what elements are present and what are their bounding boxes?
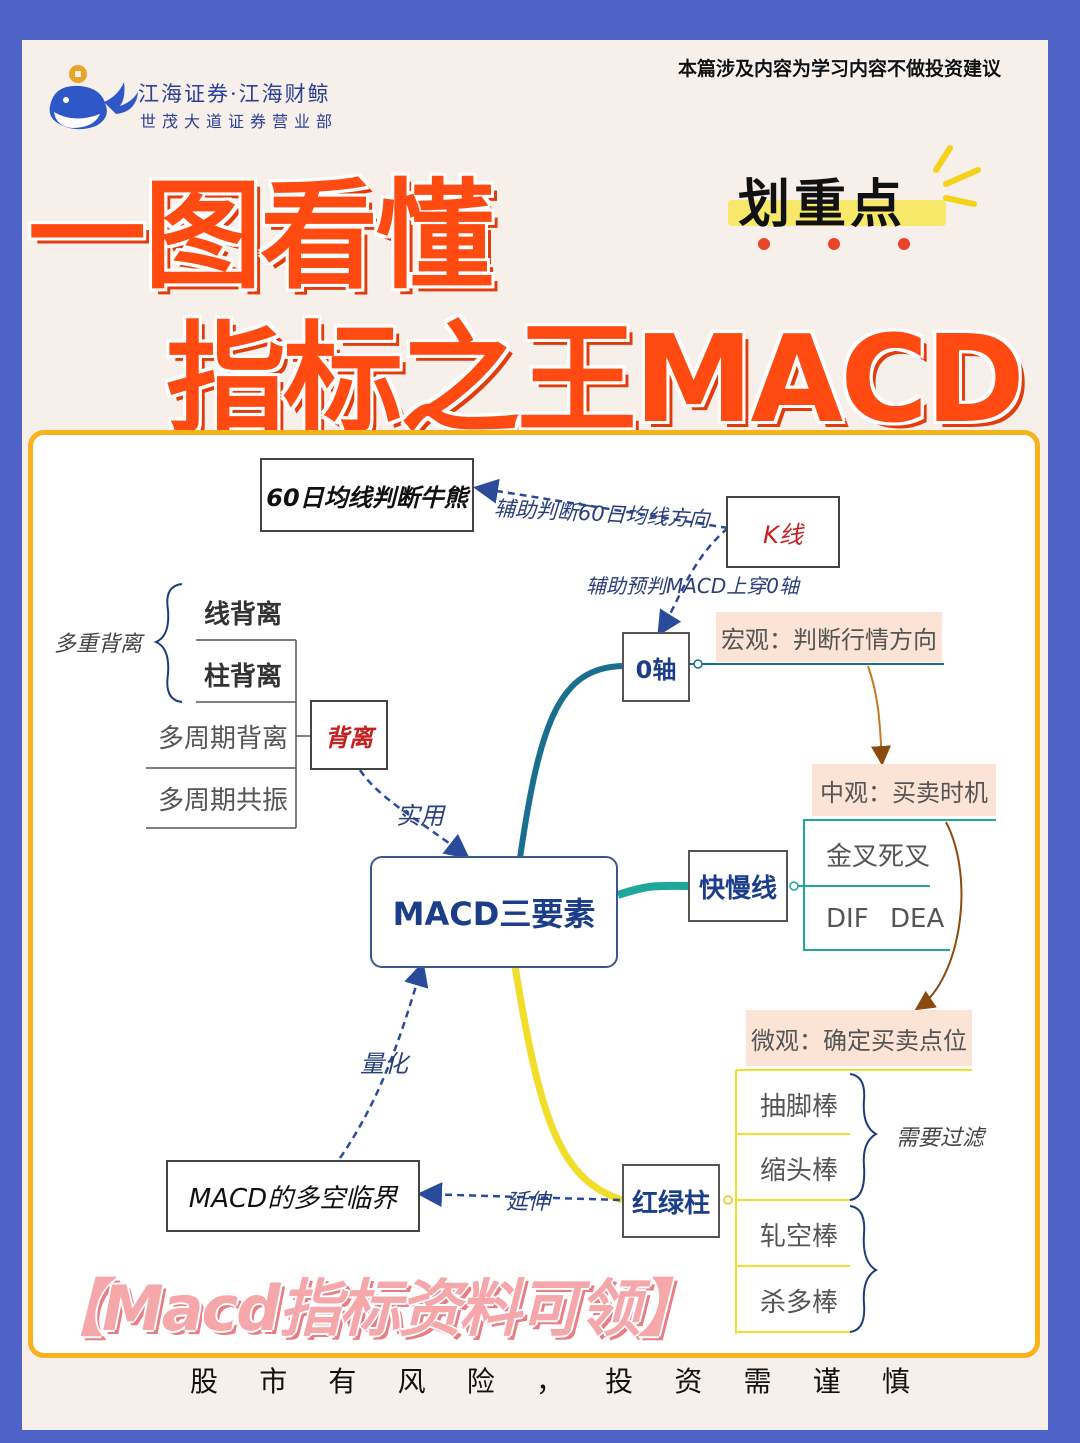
- need-filter-label: 需要过滤: [896, 1126, 985, 1151]
- node-kline: K线: [726, 496, 840, 568]
- bar-type-label: 轧空棒: [760, 1222, 839, 1252]
- node-ma60-label: 60日均线判断牛熊: [266, 483, 468, 512]
- footer-char: 股: [190, 1365, 219, 1398]
- node-red-green-bar: 红绿柱: [622, 1164, 720, 1238]
- footer-char: 谨: [812, 1365, 841, 1398]
- line-divergence-label: 线背离: [204, 600, 283, 630]
- meso-label: 中观：买卖时机: [820, 778, 988, 807]
- footer-char: 市: [259, 1365, 288, 1398]
- extend-label: 延伸: [506, 1190, 551, 1215]
- macro-label-box: 宏观：判断行情方向: [716, 612, 942, 662]
- multi-divergence-label: 多重背离: [54, 632, 143, 657]
- dif-label: DIF: [826, 904, 869, 934]
- footer-char: 有: [328, 1365, 357, 1398]
- node-fast-slow-line-label: 快慢线: [698, 873, 777, 904]
- node-zero-axis-label: 0轴: [635, 655, 677, 684]
- title-line-2: 指标之王MACD: [166, 311, 1025, 450]
- bar-type-label: 杀多棒: [760, 1288, 839, 1318]
- highlight-dot: [758, 238, 770, 250]
- whale-logo-icon: [49, 65, 138, 130]
- title-line-1: 一图看懂: [28, 167, 494, 305]
- node-red-green-bar-label: 红绿柱: [631, 1188, 710, 1219]
- node-fast-slow-line: 快慢线: [688, 850, 788, 922]
- highlight-bar: [728, 200, 946, 226]
- footer-char: 慎: [881, 1365, 910, 1398]
- node-center-label: MACD三要素: [392, 895, 596, 933]
- assist-zero-label: 辅助预判MACD上穿0轴: [586, 574, 800, 598]
- node-divergence-label: 背离: [325, 723, 373, 752]
- golden-death-cross-label: 金叉死叉: [826, 842, 931, 872]
- footer-char: 险: [466, 1365, 495, 1398]
- risk-warning: 股 市 有 风 险 ， 投 资 需 谨 慎: [190, 1360, 910, 1400]
- micro-label-box: 微观：确定买卖点位: [746, 1010, 972, 1066]
- highlight-label: 划重点: [738, 174, 907, 235]
- footer-char: 投: [605, 1365, 634, 1398]
- multi-period-divergence-label: 多周期背离: [158, 724, 289, 754]
- footer-char: 风: [397, 1365, 426, 1398]
- node-bull-bear-critical-label: MACD的多空临界: [188, 1183, 398, 1214]
- practical-label: 实用: [396, 802, 444, 830]
- footer-char: ，: [535, 1365, 564, 1398]
- bar-divergence-label: 柱背离: [204, 662, 283, 692]
- node-zero-axis: 0轴: [622, 632, 690, 702]
- footer-char: 资: [674, 1365, 703, 1398]
- highlight-dot: [828, 238, 840, 250]
- footer-char: 需: [743, 1365, 772, 1398]
- meso-label-box: 中观：买卖时机: [812, 764, 996, 816]
- dea-label: DEA: [890, 904, 945, 934]
- promo-text: 【Macd指标资料可领】: [42, 1272, 701, 1345]
- multi-period-resonance-label: 多周期共振: [158, 786, 289, 816]
- node-ma60: 60日均线判断牛熊: [260, 458, 474, 532]
- disclaimer-text: 本篇涉及内容为学习内容不做投资建议: [678, 58, 1002, 80]
- branch-name: 世茂大道证券营业部: [140, 112, 339, 131]
- node-divergence: 背离: [310, 700, 388, 770]
- highlight-dot: [898, 238, 910, 250]
- micro-label: 微观：确定买卖点位: [751, 1026, 967, 1055]
- quantify-label: 量化: [360, 1050, 408, 1078]
- company-name: 江海证券·江海财鲸: [138, 82, 331, 106]
- node-center: MACD三要素: [370, 856, 618, 968]
- node-bull-bear-critical: MACD的多空临界: [166, 1160, 420, 1232]
- bar-type-label: 抽脚棒: [760, 1092, 839, 1122]
- node-kline-label: K线: [763, 520, 803, 549]
- macro-label: 宏观：判断行情方向: [721, 625, 937, 654]
- sparkle-icon: [933, 145, 981, 207]
- bar-type-label: 缩头棒: [760, 1156, 839, 1186]
